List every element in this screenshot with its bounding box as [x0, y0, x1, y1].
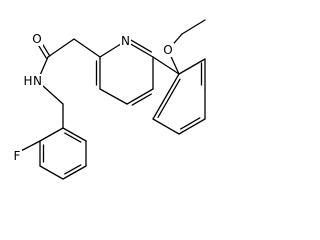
phenyl-bond-1	[178, 58, 206, 75]
ether-oxygen-label: O	[163, 43, 172, 57]
phenyl-bond-4	[178, 118, 206, 135]
pyridine-nitrogen-backdrop	[120, 34, 131, 48]
biaryl-bond	[152, 56, 180, 75]
fluorophenyl-bond-3	[39, 165, 64, 180]
fluorophenyl-bond-1	[39, 127, 64, 142]
pyridine-attachment-bond	[73, 38, 101, 58]
amide-hydrogen-label: H	[23, 74, 32, 88]
alpha-carbon-bond	[47, 38, 75, 58]
fluorophenyl-bond-4	[62, 165, 87, 180]
carbonyl-oxygen-backdrop	[31, 32, 43, 46]
fluorine-label: F	[14, 149, 21, 163]
pyridine-bond-5	[99, 88, 128, 105]
atom-label-layer: O N H N O F	[12, 32, 174, 163]
pyridine-bond-4	[126, 88, 154, 105]
phenyl-bond-4-second	[180, 117, 201, 130]
ether-oxygen-backdrop	[162, 43, 174, 57]
amide-nitrogen-label: N	[33, 74, 42, 88]
molecule-drawing: O N H N O F	[12, 19, 206, 180]
fluorophenyl-bond-6	[62, 127, 87, 142]
phenyl-bond-6	[152, 73, 180, 120]
phenyl-bond-6-second	[157, 78, 181, 118]
fluorophenyl-bond-4-second	[64, 164, 82, 175]
bond-layer	[16, 19, 206, 180]
structure-canvas: O N H N O F	[12, 19, 206, 180]
amide-nitrogen-backdrop	[32, 74, 43, 88]
phenyl-bond-5	[152, 118, 180, 135]
fluorophenyl-bond-6-second	[64, 132, 82, 143]
pyridine-bond-4-second	[131, 93, 152, 106]
ethyl-cc-bond	[181, 19, 206, 35]
pyridine-bond-2-second	[130, 39, 152, 53]
pyridine-nitrogen-label: N	[121, 34, 130, 48]
fluorine-backdrop	[12, 149, 22, 163]
amide-hydrogen-backdrop	[23, 74, 33, 88]
carbonyl-oxygen-label: O	[32, 32, 41, 46]
